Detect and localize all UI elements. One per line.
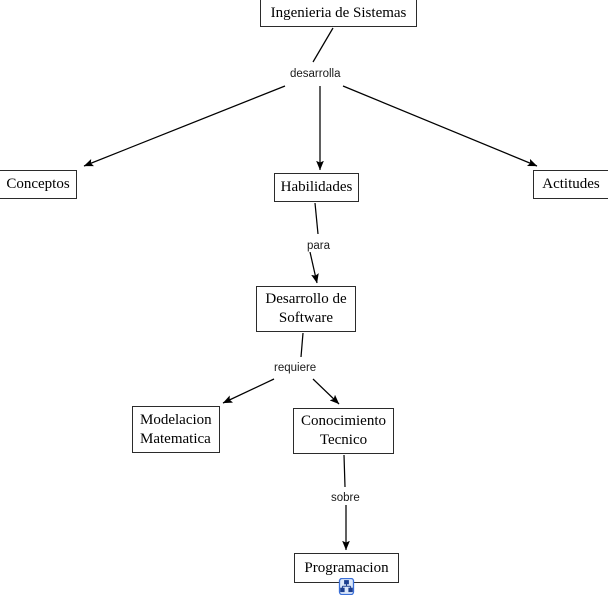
edge-conocimiento-to-sobre (343, 454, 346, 488)
node-label-line-2: Tecnico (319, 432, 368, 448)
node-label: Conceptos (6, 176, 70, 192)
edge-para-to-desarrollo (309, 251, 319, 284)
node-actitudes[interactable]: Actitudes (533, 170, 608, 199)
node-ingenieria-de-sistemas[interactable]: Ingenieria de Sistemas (260, 0, 417, 27)
edge-habilidades-to-para (314, 202, 319, 235)
node-label: Ingenieria de Sistemas (270, 4, 407, 21)
edge-desarrolla-to-actitudes (342, 85, 538, 167)
node-label-line-1: Conocimiento (301, 413, 386, 429)
node-habilidades[interactable]: Habilidades (274, 173, 359, 202)
link-label-para[interactable]: para (305, 240, 333, 252)
node-modelacion-matematica[interactable]: Modelacion Matematica (132, 406, 220, 453)
edge-requiere-to-modelacion (222, 378, 275, 404)
edge-desarrollo-to-requiere (300, 332, 304, 358)
edge-desarrolla-to-conceptos (83, 85, 286, 167)
node-label: Programacion (304, 559, 389, 576)
node-label: Habilidades (280, 179, 353, 195)
node-label-line-2: Matematica (140, 430, 211, 447)
node-conocimiento-tecnico[interactable]: Conocimiento Tecnico (293, 408, 394, 454)
node-label: Actitudes (542, 176, 600, 192)
node-label-line-1: Desarrollo de (265, 291, 347, 307)
node-desarrollo-de-software[interactable]: Desarrollo de Software (256, 286, 356, 332)
edge-ingenieria-to-desarrolla (312, 27, 334, 63)
node-label-line-1: Modelacion (140, 411, 212, 428)
edge-requiere-to-conocimiento (312, 378, 340, 405)
submap-hierarchy-icon[interactable] (337, 578, 356, 595)
link-label-desarrolla[interactable]: desarrolla (288, 68, 343, 80)
link-label-requiere[interactable]: requiere (272, 362, 319, 374)
link-label-sobre[interactable]: sobre (329, 492, 362, 504)
node-label-line-2: Software (278, 310, 334, 326)
node-conceptos[interactable]: Conceptos (0, 170, 77, 199)
